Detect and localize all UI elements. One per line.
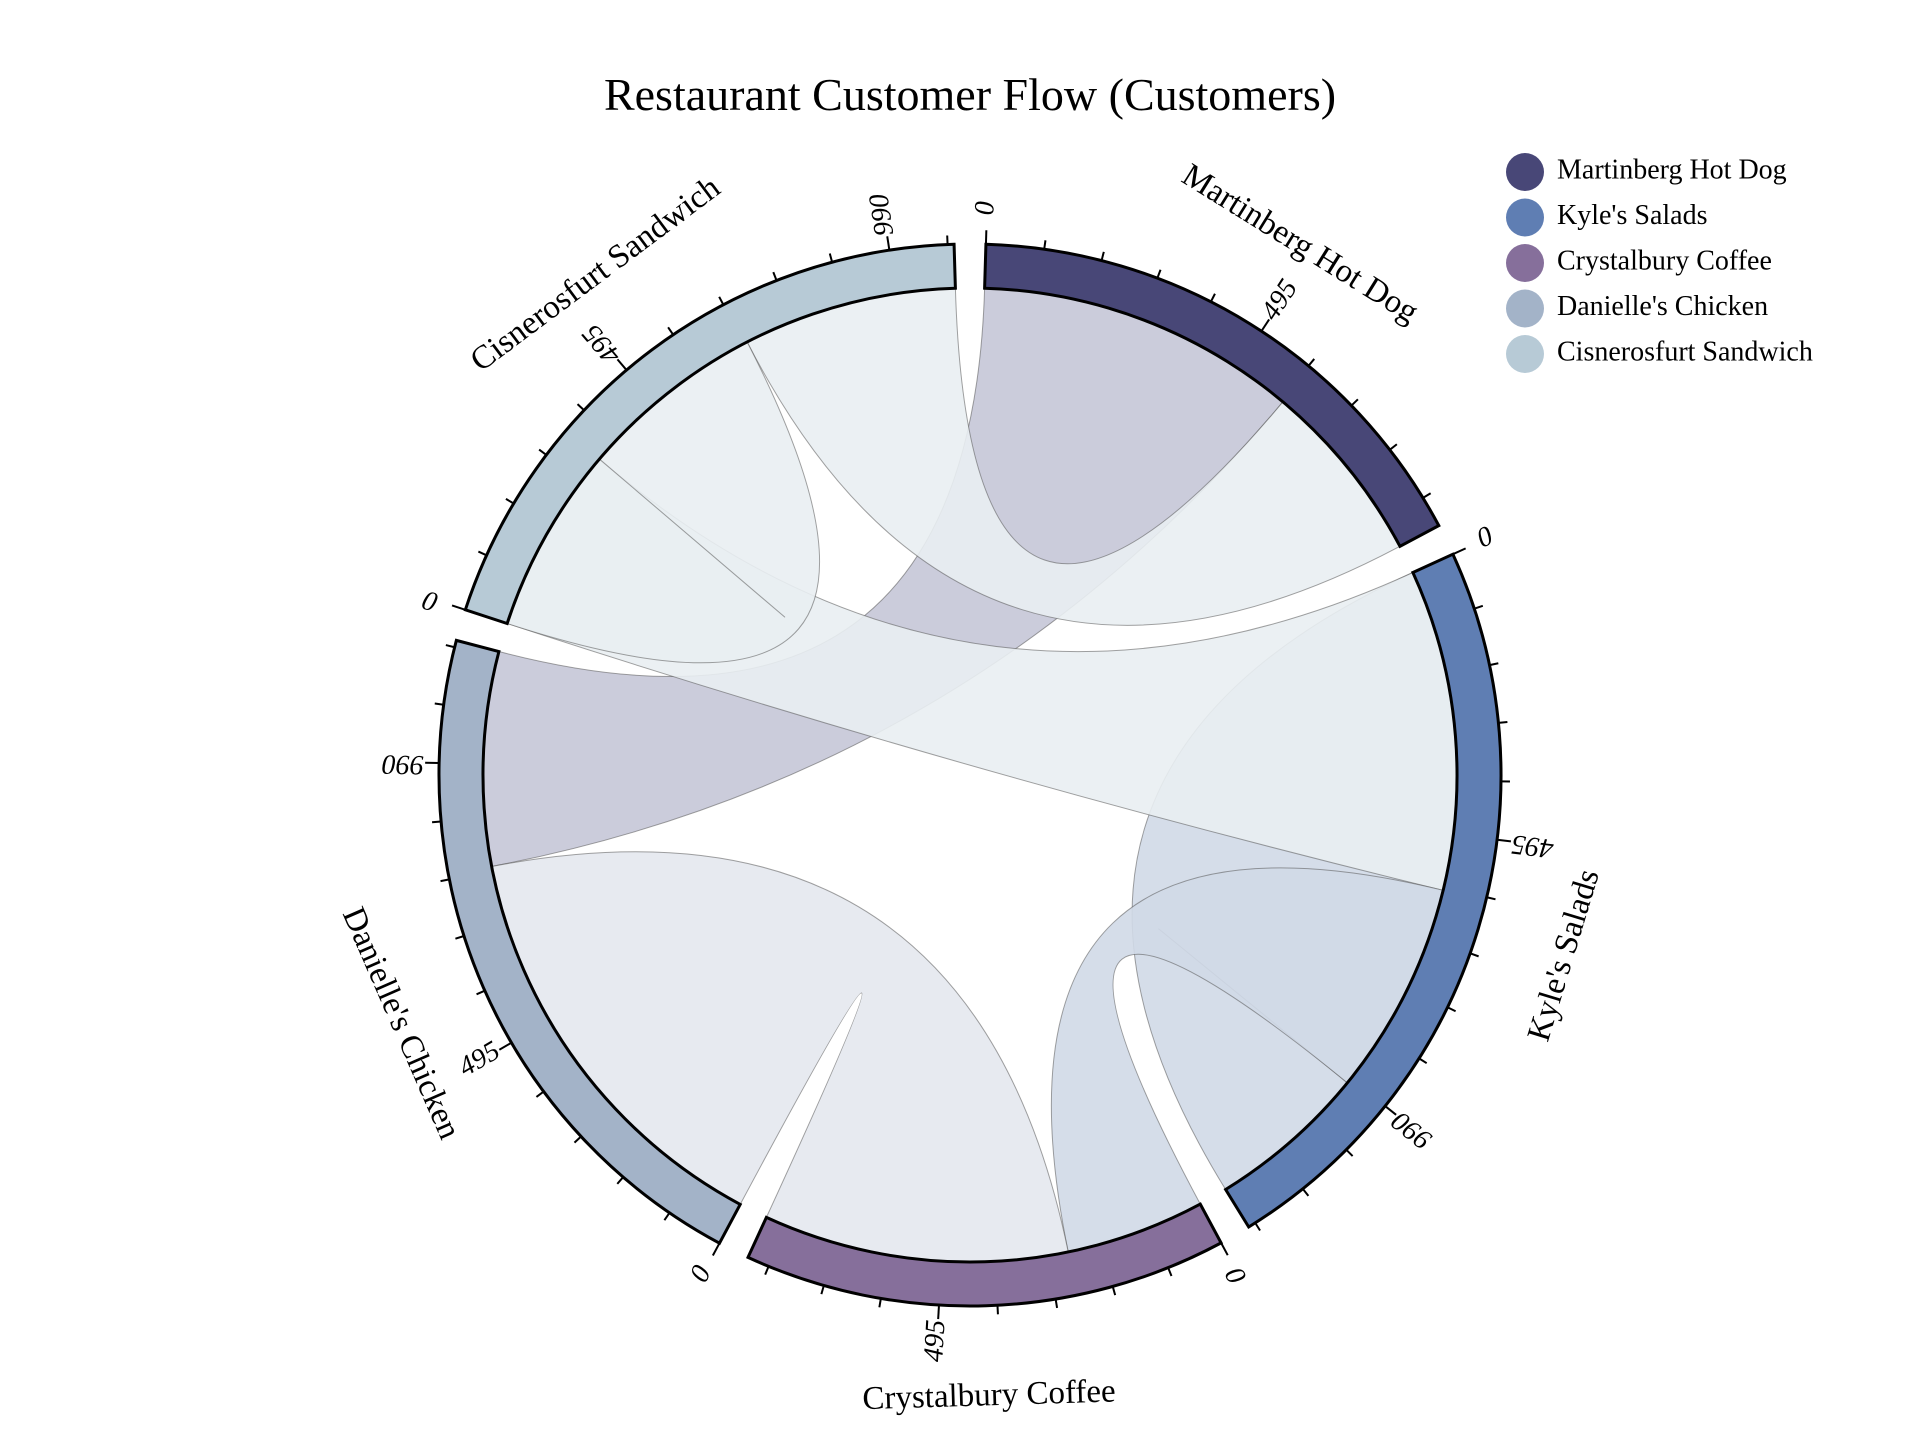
tick-mark bbox=[1156, 269, 1162, 279]
tick-mark bbox=[445, 644, 455, 649]
tick-mark bbox=[1498, 721, 1508, 724]
tick-mark bbox=[576, 403, 585, 412]
tick-mark bbox=[573, 1135, 582, 1144]
tick-mark bbox=[1054, 1298, 1059, 1309]
tick-mark bbox=[451, 604, 466, 611]
tick-mark bbox=[431, 820, 442, 824]
tick-mark bbox=[1350, 398, 1359, 407]
legend-label-4: Cisnerosfurt Sandwich bbox=[1557, 336, 1813, 367]
legend-swatch-0 bbox=[1506, 153, 1544, 191]
tick-label: 495 bbox=[453, 1035, 505, 1083]
tick-mark bbox=[535, 1090, 545, 1098]
tick-mark bbox=[1220, 1242, 1229, 1256]
tick-mark bbox=[1469, 952, 1479, 958]
tick-mark bbox=[711, 1242, 721, 1256]
tick-mark bbox=[1384, 1105, 1397, 1116]
legend-swatch-3 bbox=[1506, 289, 1544, 328]
tick-mark bbox=[1473, 604, 1484, 610]
tick-mark bbox=[820, 1285, 825, 1295]
tick-mark bbox=[1111, 1286, 1117, 1296]
ribbon-5 bbox=[491, 851, 1069, 1263]
tick-label: 990 bbox=[382, 748, 425, 780]
legend-label-3: Danielle's Chicken bbox=[1557, 291, 1768, 322]
tick-mark bbox=[937, 1305, 940, 1320]
tick-mark bbox=[718, 296, 725, 306]
tick-mark bbox=[476, 989, 486, 996]
ribbon-layer bbox=[482, 287, 1458, 1263]
legend-label-1: Kyle's Salads bbox=[1557, 200, 1707, 231]
tick-mark bbox=[1301, 1188, 1310, 1197]
tick-mark bbox=[455, 935, 465, 940]
legend-swatch-2 bbox=[1506, 244, 1544, 282]
tick-mark bbox=[1167, 1267, 1173, 1277]
tick-mark bbox=[1496, 838, 1512, 843]
tick-mark bbox=[1254, 1222, 1261, 1232]
legend-label-0: Martinberg Hot Dog bbox=[1557, 154, 1787, 185]
tick-label: 0 bbox=[684, 1260, 718, 1287]
group-label-2: Crystalbury Coffee bbox=[862, 1373, 1116, 1417]
tick-label: 495 bbox=[918, 1319, 951, 1363]
tick-label: 0 bbox=[969, 201, 1000, 216]
group-label-3: Danielle's Chicken bbox=[335, 902, 468, 1144]
tick-mark bbox=[1260, 318, 1270, 332]
tick-mark bbox=[886, 236, 891, 251]
tick-label: 0 bbox=[1472, 520, 1498, 554]
tick-mark bbox=[1209, 293, 1216, 303]
tick-mark bbox=[1043, 240, 1047, 250]
tick-mark bbox=[440, 878, 450, 883]
legend-swatch-1 bbox=[1506, 198, 1544, 237]
tick-mark bbox=[1447, 1006, 1457, 1013]
tick-mark bbox=[764, 1265, 770, 1276]
tick-mark bbox=[1100, 251, 1105, 261]
tick-label: 495 bbox=[1255, 274, 1304, 326]
tick-mark bbox=[1422, 492, 1432, 499]
tick-mark bbox=[1307, 358, 1316, 367]
tick-mark bbox=[477, 550, 487, 557]
tick-label: 990 bbox=[863, 192, 900, 238]
group-arc-3 bbox=[437, 638, 743, 1246]
tick-mark bbox=[663, 1212, 671, 1221]
group-arc-4 bbox=[463, 242, 957, 626]
tick-mark bbox=[828, 253, 834, 263]
tick-label: 0 bbox=[419, 584, 442, 618]
tick-mark bbox=[505, 498, 515, 505]
group-arc-layer bbox=[437, 242, 1503, 1308]
tick-label: 0 bbox=[1219, 1262, 1253, 1289]
group-arc-0 bbox=[983, 242, 1441, 549]
legend-swatch-4 bbox=[1506, 335, 1544, 373]
legend-label-2: Crystalbury Coffee bbox=[1557, 245, 1772, 276]
tick-mark bbox=[667, 326, 674, 336]
tick-mark bbox=[1418, 1057, 1428, 1065]
tick-mark bbox=[1452, 547, 1467, 556]
tick-mark bbox=[498, 1041, 512, 1051]
group-arc-1 bbox=[1223, 552, 1503, 1230]
tick-mark bbox=[1486, 896, 1496, 901]
tick-mark bbox=[434, 702, 444, 706]
tick-mark bbox=[538, 448, 547, 456]
tick-mark bbox=[1345, 1148, 1354, 1157]
tick-mark bbox=[616, 358, 628, 371]
tick-mark bbox=[1389, 443, 1398, 451]
tick-mark bbox=[772, 271, 778, 281]
tick-mark bbox=[616, 1176, 624, 1185]
group-arc-2 bbox=[746, 1202, 1224, 1308]
tick-label: 495 bbox=[1510, 828, 1555, 864]
chart-title: Restaurant Customer Flow (Customers) bbox=[604, 69, 1336, 120]
tick-mark bbox=[878, 1298, 882, 1308]
group-label-1: Kyle's Salads bbox=[1521, 865, 1607, 1045]
tick-mark bbox=[1489, 662, 1499, 667]
